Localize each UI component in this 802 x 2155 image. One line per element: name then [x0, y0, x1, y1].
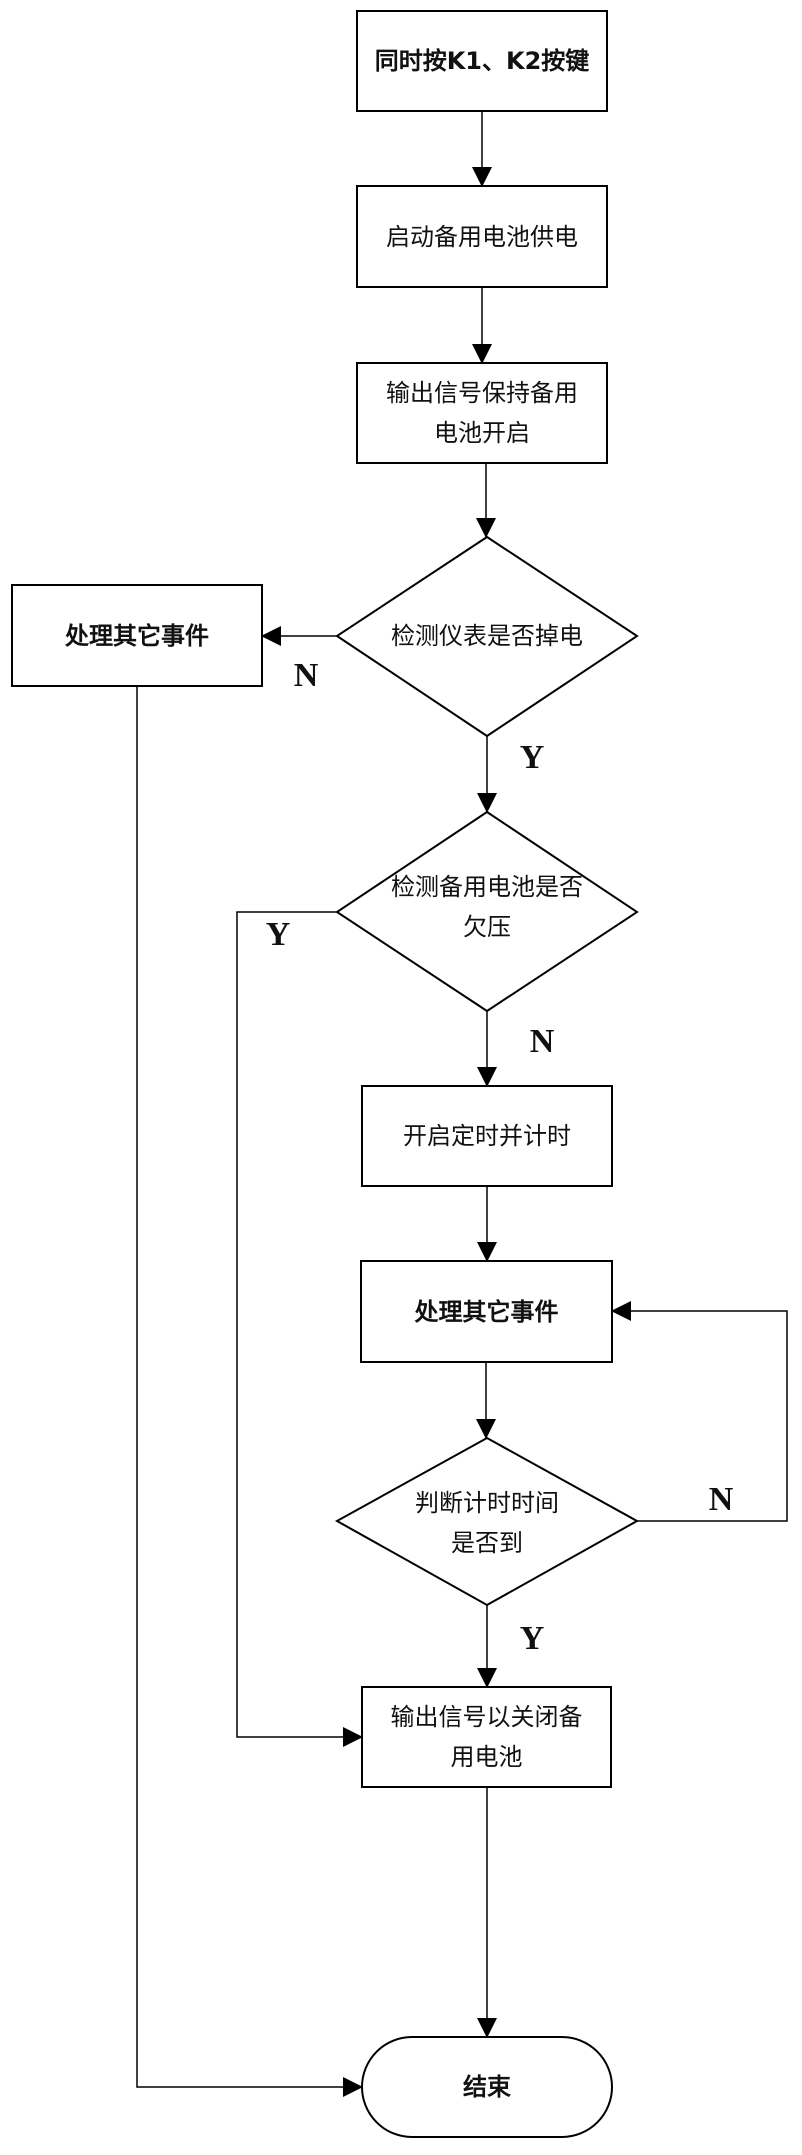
other-events-loop-box: [360, 1260, 613, 1363]
undervoltage-yes-label: Y: [265, 916, 291, 953]
start-box: [356, 10, 608, 112]
check-timeout-text: 判断计时时间 是否到: [337, 1478, 637, 1568]
timeout-yes-label: Y: [519, 1620, 545, 1657]
close-backup-text: 输出信号以关闭备 用电池: [362, 1687, 611, 1787]
arrow-other-left-to-end: [136, 686, 363, 2097]
check-undervoltage-line2: 欠压: [463, 913, 511, 941]
check-undervoltage-text: 检测备用电池是否 欠压: [337, 862, 637, 952]
enable-backup-text: 启动备用电池供电: [386, 222, 578, 251]
end-text: 结束: [463, 2073, 511, 2101]
undervoltage-no-label: N: [529, 1023, 555, 1060]
timeout-no-label: N: [708, 1481, 734, 1518]
check-power-loss-text: 检测仪表是否掉电: [391, 622, 583, 650]
start-timer-text: 开启定时并计时: [403, 1122, 571, 1150]
arrow-timeout-loop-back: [611, 1301, 788, 1522]
start-timer-box: [361, 1085, 613, 1187]
check-undervoltage-line1: 检测备用电池是否: [391, 873, 583, 901]
power-loss-yes-label: Y: [519, 739, 545, 776]
keep-backup-line2: 电池开启: [434, 419, 530, 447]
other-events-left-text: 处理其它事件: [65, 621, 209, 650]
close-backup-line1: 输出信号以关闭备: [390, 1703, 583, 1731]
close-backup-line2: 用电池: [450, 1743, 523, 1771]
check-timeout-line1: 判断计时时间: [415, 1489, 559, 1517]
other-events-loop-text: 处理其它事件: [414, 1297, 559, 1326]
keep-backup-text: 输出信号保持备用 电池开启: [357, 363, 607, 463]
keep-backup-line1: 输出信号保持备用: [386, 379, 578, 407]
enable-backup-box: [356, 185, 608, 288]
arrow-undervoltage-yes-to-close: [236, 911, 363, 1747]
start-text: 同时按K1、K2按键: [374, 47, 590, 75]
check-timeout-line2: 是否到: [451, 1529, 523, 1557]
other-events-left-box: [11, 584, 263, 687]
close-backup-box: [361, 1686, 612, 1788]
power-loss-no-label: N: [293, 657, 319, 694]
